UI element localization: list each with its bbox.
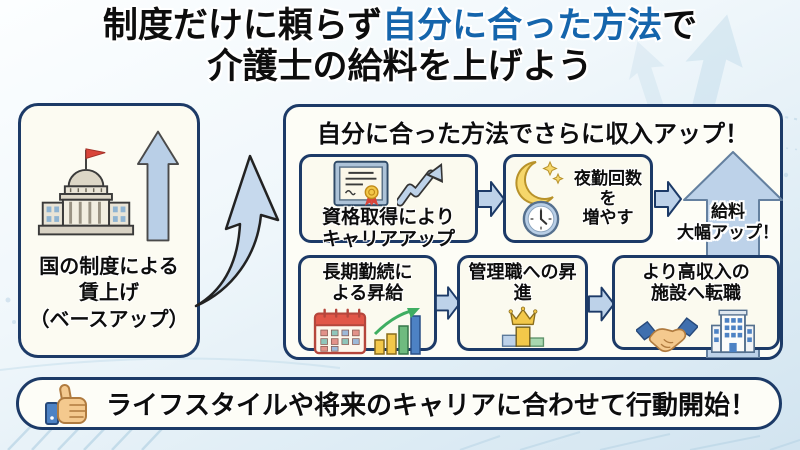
action-banner-text: ライフスタイルや将来のキャリアに合わせて行動開始！ <box>105 390 756 420</box>
office-building-icon <box>711 309 755 353</box>
page-title: 制度だけに頼らず自分に合った方法で 介護士の給料を上げよう <box>0 6 800 87</box>
handshake-icon <box>636 316 698 352</box>
qualification-label-line1: 資格取得により <box>322 207 455 228</box>
calendar-icon <box>313 308 366 355</box>
job-change-label: より高収入の 施設へ転職 <box>642 262 750 304</box>
connector-arrow-icon <box>654 181 682 217</box>
connector-arrow-icon <box>588 286 615 322</box>
qualification-label-line2: キャリアアップ <box>321 229 455 251</box>
national-raise-label-line1: 国の制度による <box>39 256 179 278</box>
national-raise-label: 国の制度による 賃上げ （ベースアップ） <box>30 254 189 333</box>
salary-up-label-line1: 給料 <box>711 202 745 221</box>
long-tenure-label: 長期勤続に よる昇給 <box>323 262 413 304</box>
long-tenure-box: 長期勤続に よる昇給 <box>298 255 437 355</box>
qualification-icons <box>332 160 445 207</box>
qualification-career-box: 資格取得により キャリアアップ <box>299 154 478 250</box>
clock-icon <box>522 200 560 237</box>
night-shift-box: 夜勤回数を 増やす <box>503 154 653 243</box>
bar-chart-icon <box>373 307 421 355</box>
promotion-box: 管理職への昇進 <box>457 255 588 351</box>
promotion-label-line1: 管理職への昇進 <box>468 262 577 303</box>
up-arrow-icon <box>137 130 179 242</box>
qualification-label: 資格取得により キャリアアップ <box>322 207 455 251</box>
job-change-icons <box>636 308 756 354</box>
title-line1-highlight: 自分に合った方法 <box>382 6 663 45</box>
certificate-icon <box>332 160 389 207</box>
title-line1-pre: 制度だけに頼らず <box>102 6 383 45</box>
night-shift-icons <box>510 158 568 240</box>
salary-up-label-line2: 大幅アップ！ <box>677 223 779 243</box>
government-building-icon <box>37 148 135 236</box>
connector-arrow-icon <box>435 286 461 320</box>
growth-zigzag-arrow-icon <box>396 163 443 207</box>
title-line2: 介護士の給料を上げよう <box>207 46 593 86</box>
promotion-label: 管理職への昇進 <box>460 262 585 304</box>
night-shift-label-line1: 夜勤回数を <box>574 168 642 208</box>
job-change-label-line2: 施設へ転職 <box>650 282 741 303</box>
connector-arrow-icon <box>477 181 505 217</box>
night-shift-label: 夜勤回数を 増やす <box>568 169 648 228</box>
methods-panel-header: 自分に合った方法でさらに収入アップ！ <box>317 121 749 148</box>
crown-podium-icon <box>501 306 544 347</box>
job-change-box: より高収入の 施設へ転職 <box>612 255 780 353</box>
long-tenure-label-line1: 長期勤続に <box>322 262 413 282</box>
title-line1: 制度だけに頼らず自分に合った方法で <box>0 6 800 47</box>
national-raise-box: 国の制度による 賃上げ （ベースアップ） <box>18 103 200 358</box>
methods-panel: 自分に合った方法でさらに収入アップ！ <box>283 104 783 360</box>
long-tenure-label-line2: よる昇給 <box>331 282 404 303</box>
national-raise-label-line2: 賃上げ <box>79 282 139 305</box>
moon-icon <box>515 160 564 205</box>
national-raise-label-line3: （ベースアップ） <box>29 308 189 331</box>
thumbs-up-icon <box>44 383 87 425</box>
action-banner: ライフスタイルや将来のキャリアに合わせて行動開始！ <box>16 377 782 430</box>
curved-up-arrow-icon <box>194 154 280 308</box>
job-change-label-line1: より高収入の <box>642 262 750 282</box>
national-raise-icons <box>33 128 185 244</box>
night-shift-label-line2: 増やす <box>582 208 634 228</box>
salary-up-label: 給料 大幅アップ！ <box>666 201 790 244</box>
title-line1-suffix: で <box>662 6 698 45</box>
long-tenure-icons <box>313 307 423 355</box>
